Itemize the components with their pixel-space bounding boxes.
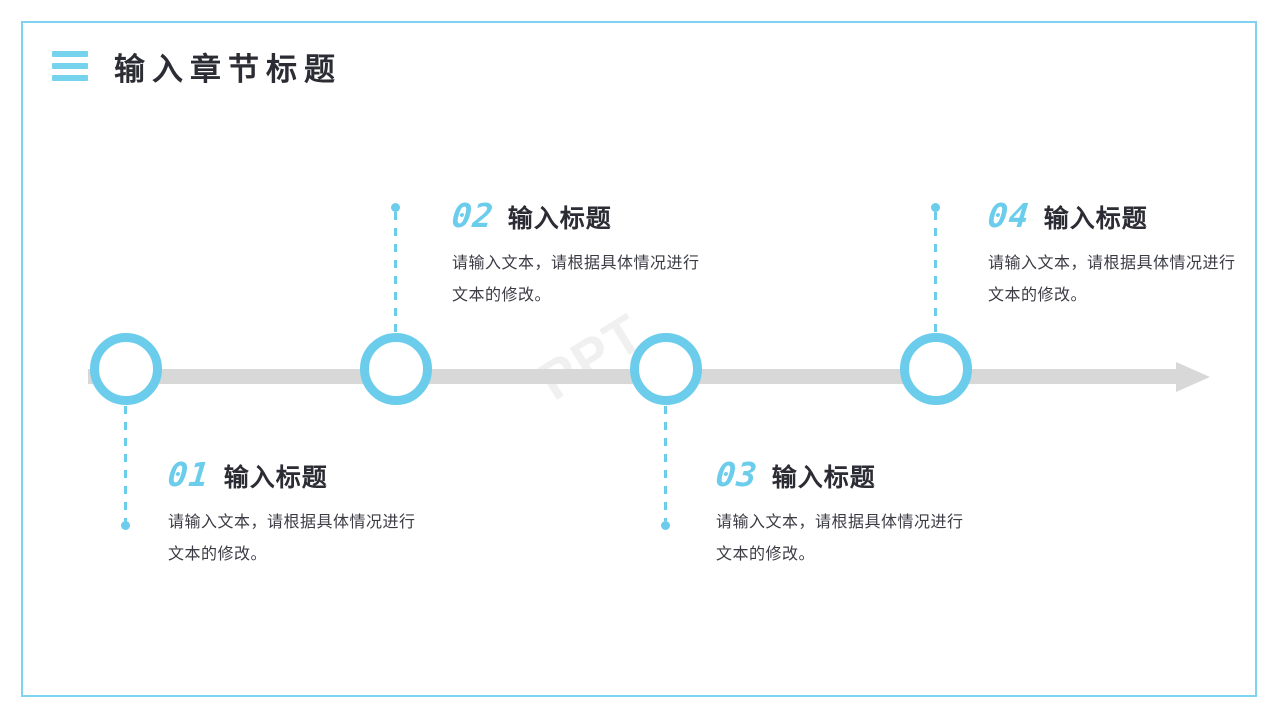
timeline-node-1[interactable]	[90, 333, 162, 405]
connector-dot-4	[931, 203, 940, 212]
timeline-item-1-title: 输入标题	[223, 464, 328, 492]
timeline-item-3-body: 请输入文本，请根据具体情况进行文本的修改。	[716, 514, 964, 563]
timeline-item-1-body: 请输入文本，请根据具体情况进行文本的修改。	[168, 514, 416, 563]
connector-dot-2	[391, 203, 400, 212]
timeline-item-2: 02 输入标题 请输入文本，请根据具体情况进行文本的修改。	[449, 196, 752, 312]
connector-node-4	[931, 203, 940, 334]
timeline-item-3-number: 03	[713, 455, 760, 494]
connector-dash-4	[934, 212, 937, 334]
menu-bar-2	[52, 63, 88, 69]
timeline-item-1-number: 01	[165, 455, 212, 494]
right-arrow-icon	[1176, 362, 1210, 392]
timeline-item-1: 01 输入标题 请输入文本，请根据具体情况进行文本的修改。	[165, 455, 468, 571]
slide-header: 输入章节标题	[52, 42, 342, 90]
connector-node-3	[661, 406, 670, 530]
connector-dot-1	[121, 521, 130, 530]
timeline-item-3-heading: 03 输入标题	[713, 455, 1016, 494]
menu-bar-3	[52, 75, 88, 81]
menu-bar-1	[52, 51, 88, 57]
timeline-item-2-title: 输入标题	[507, 205, 612, 233]
timeline-item-4-number: 04	[985, 196, 1032, 235]
connector-dot-3	[661, 521, 670, 530]
connector-node-2	[391, 203, 400, 334]
timeline-item-4: 04 输入标题 请输入文本，请根据具体情况进行文本的修改。	[985, 196, 1280, 312]
timeline-node-4[interactable]	[900, 333, 972, 405]
timeline-item-3-title: 输入标题	[771, 464, 876, 492]
connector-dash-3	[664, 406, 667, 521]
timeline-item-2-number: 02	[449, 196, 496, 235]
connector-node-1	[121, 406, 130, 530]
timeline-node-2[interactable]	[360, 333, 432, 405]
timeline-item-1-heading: 01 输入标题	[165, 455, 468, 494]
connector-dash-2	[394, 212, 397, 334]
timeline-item-3: 03 输入标题 请输入文本，请根据具体情况进行文本的修改。	[713, 455, 1016, 571]
timeline-item-4-title: 输入标题	[1043, 205, 1148, 233]
hamburger-menu-icon	[52, 51, 88, 81]
connector-dash-1	[124, 406, 127, 521]
timeline-item-4-body: 请输入文本，请根据具体情况进行文本的修改。	[988, 255, 1236, 304]
timeline-item-2-heading: 02 输入标题	[449, 196, 752, 235]
timeline-node-3[interactable]	[630, 333, 702, 405]
page-title: 输入章节标题	[114, 51, 342, 87]
timeline-item-2-body: 请输入文本，请根据具体情况进行文本的修改。	[452, 255, 700, 304]
timeline-item-4-heading: 04 输入标题	[985, 196, 1280, 235]
